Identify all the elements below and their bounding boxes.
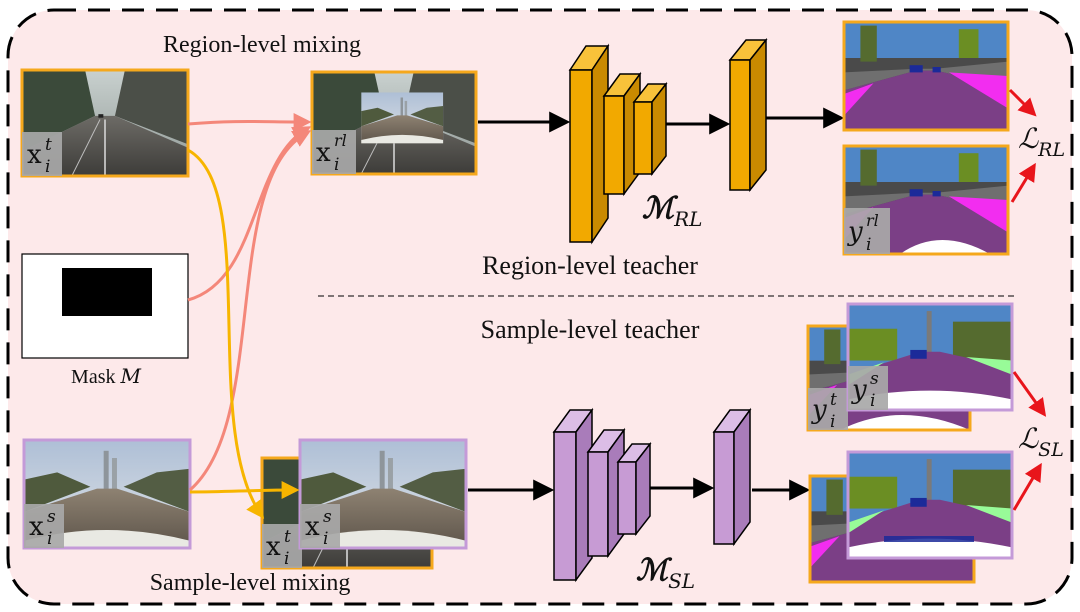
- svg-text:x: x: [305, 512, 320, 542]
- sample-teacher-network: [468, 407, 811, 583]
- svg-text:i: i: [870, 391, 875, 411]
- region-pred-to-loss-arrow: [1008, 88, 1037, 117]
- source-to-region-mix-arrow: [189, 130, 312, 492]
- svg-text:t: t: [45, 135, 52, 155]
- sample-teacher-label: Sample-level teacher: [481, 315, 700, 344]
- svg-text:i: i: [47, 529, 52, 549]
- sample-pseudo-label-source: y s i: [846, 302, 1014, 412]
- region-teacher-label: Region-level teacher: [482, 251, 698, 280]
- mask-to-region-mix-arrow: [187, 126, 312, 302]
- region-teacher-network: [478, 37, 845, 245]
- sample-pred-to-loss-arrow: [1012, 462, 1042, 511]
- svg-text:i: i: [334, 155, 339, 175]
- region-mixing-label: Region-level mixing: [163, 32, 361, 58]
- sample-mixed-source-image: x s i: [298, 438, 468, 550]
- svg-text:rl: rl: [334, 131, 347, 150]
- svg-text:x: x: [29, 512, 44, 542]
- sample-teacher-model-symbol: ℳSL: [636, 553, 695, 593]
- sample-label-to-loss-arrow: [1012, 371, 1047, 417]
- svg-text:t: t: [284, 527, 291, 547]
- svg-text:y: y: [851, 375, 867, 405]
- region-loss-symbol: ℒRL: [1018, 122, 1065, 161]
- svg-text:s: s: [870, 369, 879, 389]
- svg-text:s: s: [323, 507, 332, 527]
- svg-text:s: s: [47, 507, 56, 527]
- target-to-region-mix-arrow: [187, 112, 312, 131]
- svg-text:t: t: [830, 390, 837, 410]
- sample-loss-symbol: ℒSL: [1018, 422, 1064, 461]
- svg-text:x: x: [316, 138, 331, 168]
- sample-prediction-source: [846, 450, 1014, 560]
- target-image: x t i: [20, 68, 190, 178]
- svg-text:x: x: [266, 532, 281, 562]
- mask-image: [21, 253, 189, 359]
- svg-text:i: i: [284, 549, 289, 569]
- svg-text:i: i: [830, 412, 835, 432]
- mask-caption: Mask M: [71, 364, 141, 388]
- region-label-to-loss-arrow: [1010, 162, 1036, 203]
- svg-text:i: i: [45, 157, 50, 177]
- svg-text:x: x: [27, 140, 42, 170]
- region-mixed-image: x rl i: [310, 70, 478, 176]
- svg-text:y: y: [811, 395, 827, 425]
- region-prediction-map: [842, 20, 1010, 132]
- sample-mixing-label: Sample-level mixing: [150, 570, 351, 596]
- svg-text:i: i: [866, 235, 871, 255]
- region-teacher-model-symbol: ℳRL: [642, 191, 702, 231]
- framework-background: [6, 8, 1074, 606]
- region-pseudo-label-map: y rl i: [842, 144, 1010, 256]
- svg-text:y: y: [847, 217, 863, 247]
- svg-text:rl: rl: [866, 211, 879, 230]
- target-to-sample-mix-arrow: [187, 148, 265, 519]
- source-image: x s i: [22, 438, 192, 550]
- svg-text:i: i: [323, 529, 328, 549]
- source-to-sample-mix-arrow: [189, 481, 300, 500]
